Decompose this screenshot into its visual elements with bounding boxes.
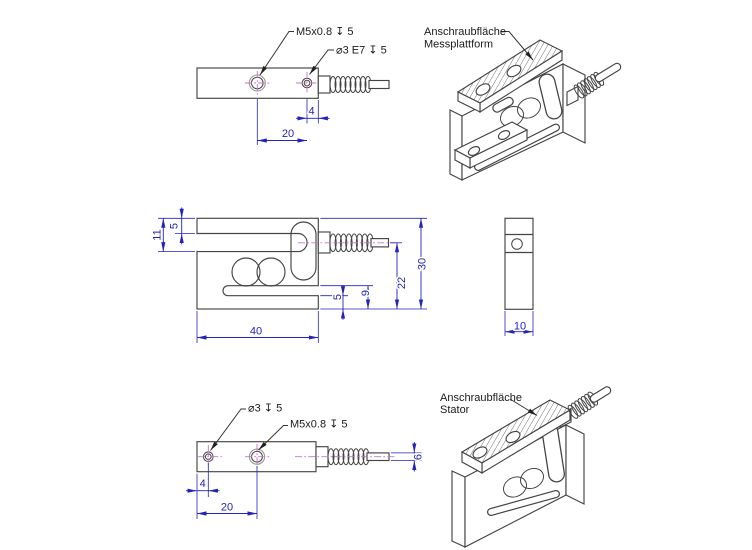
dim-5-upper: 5 xyxy=(167,207,184,245)
dim-edge-offset: 4 xyxy=(296,104,330,121)
dim-text: 22 xyxy=(396,277,408,289)
leader-thread-callout xyxy=(259,31,294,76)
dim-5-lower: 5 xyxy=(331,285,346,320)
dim-text: 10 xyxy=(514,321,526,333)
side-body xyxy=(504,217,534,310)
dim-10: 10 xyxy=(505,319,533,334)
body-right-face xyxy=(565,424,585,505)
dim-text: 40 xyxy=(250,326,262,338)
leader-fit-callout xyxy=(309,49,334,75)
label-anschraubflaeche-1: Anschraubfläche xyxy=(424,26,506,38)
slab-hole xyxy=(472,446,488,459)
iso-view-stator: Anschraubfläche Stator xyxy=(440,386,612,548)
slab-hole xyxy=(505,430,521,444)
dim-text: 30 xyxy=(417,258,429,270)
slot-opening-erase xyxy=(195,234,199,251)
iso-cable xyxy=(566,62,622,107)
bottom-flange xyxy=(453,121,529,169)
dim-text: 20 xyxy=(221,502,233,514)
dim-text: 4 xyxy=(308,106,314,118)
mounting-slab xyxy=(456,39,564,114)
dim-40: 40 xyxy=(197,324,319,340)
dim-9: 9 xyxy=(359,285,374,309)
slab-hole xyxy=(475,83,491,96)
mounting-slab xyxy=(460,399,572,475)
cable-connector xyxy=(317,75,331,94)
label-anschraubflaeche-2: Anschraubfläche xyxy=(440,392,522,404)
top-view: 20 4 M5x0.8 ↧ 5 ⌀3 E7 ↧ 5 xyxy=(196,26,390,145)
dim-text: 5 xyxy=(332,294,344,300)
thread-callout: M5x0.8 ↧ 5 xyxy=(296,26,354,38)
cable-cross-section xyxy=(511,238,523,250)
dim-22: 22 xyxy=(395,242,410,309)
body-right-face xyxy=(562,63,586,144)
upper-slot xyxy=(197,232,308,253)
front-view: 11 5 40 5 9 22 30 xyxy=(150,207,430,343)
dim-text: 20 xyxy=(282,128,294,140)
leader-stator xyxy=(509,398,538,416)
dim-30: 30 xyxy=(415,218,430,309)
slab-hole xyxy=(506,64,522,78)
cable-coil xyxy=(329,76,372,93)
cable-end xyxy=(368,79,390,90)
slot-opening-erase xyxy=(317,286,320,296)
extension-lines xyxy=(256,99,319,145)
dim-text: 6 xyxy=(413,454,425,460)
leader-messplattform xyxy=(501,31,534,61)
fit-callout: ⌀3 E7 ↧ 5 xyxy=(336,45,387,57)
dim-text: 11 xyxy=(152,229,164,240)
s-cutouts xyxy=(474,73,563,171)
bottom-view: 4 20 6 ⌀3 ↧ 5 M5x0.8 ↧ 5 xyxy=(186,403,426,519)
hole-centerlines xyxy=(245,71,318,95)
leader-hole-callout xyxy=(210,408,246,451)
side-view: 10 xyxy=(504,217,534,336)
dim-cable-dia: 6 xyxy=(411,442,426,472)
keyhole-slot xyxy=(290,221,317,281)
body-left-face xyxy=(451,470,466,548)
dim-hole-spacing: 20 xyxy=(197,500,257,516)
leader-thread-callout xyxy=(258,425,288,451)
hole-callout: ⌀3 ↧ 5 xyxy=(248,403,282,415)
thread-callout: M5x0.8 ↧ 5 xyxy=(290,419,348,431)
label-messplattform: Messplattform xyxy=(424,39,493,51)
dim-11: 11 xyxy=(150,218,166,252)
dim-edge-offset: 4 xyxy=(186,477,220,493)
dim-text: 5 xyxy=(169,223,181,229)
dim-text: 9 xyxy=(360,290,372,296)
body-left-face xyxy=(449,109,463,181)
dim-text: 4 xyxy=(200,478,206,490)
iso-view-messplattform: Anschraubfläche Messplattform xyxy=(424,26,622,181)
dim-hole-spacing: 20 xyxy=(257,127,307,143)
lower-slot xyxy=(222,285,319,297)
label-stator: Stator xyxy=(440,404,470,416)
iso-cable xyxy=(567,386,612,419)
